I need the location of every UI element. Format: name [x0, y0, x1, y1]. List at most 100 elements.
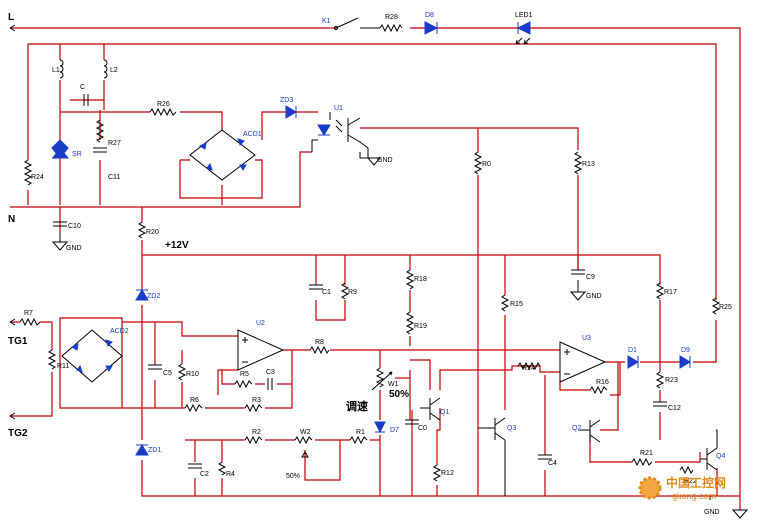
resistor-r27 [95, 119, 105, 143]
r7-label: R7 [24, 310, 33, 317]
c11-label: C11 [108, 174, 120, 181]
resistor-r12 [432, 464, 442, 482]
rail-n-label: N [8, 214, 15, 225]
capacitor-c0 [405, 419, 419, 425]
w1-label: W1 [388, 381, 399, 388]
l2-label: L2 [110, 67, 118, 74]
resistor-r2 [244, 435, 263, 445]
c-label: C [80, 84, 85, 91]
r25-label: R25 [719, 304, 732, 311]
switch-k1 [335, 17, 380, 29]
transistor-q2 [578, 419, 601, 443]
l1-label: L1 [52, 67, 60, 74]
r10-label: R10 [186, 371, 199, 378]
zener-zd3 [285, 105, 297, 119]
r17-label: R17 [664, 289, 677, 296]
d8-label: D8 [425, 12, 434, 19]
ground-icon [731, 509, 749, 519]
r9-label: R9 [348, 289, 357, 296]
resistor-r28 [379, 23, 403, 33]
resistor-r9 [340, 282, 350, 300]
resistor-r18 [405, 269, 415, 290]
diode-d1 [627, 355, 639, 369]
potentiometer-w2 [294, 435, 313, 458]
triac-sr [50, 139, 70, 159]
wires [10, 27, 741, 510]
resistor-r6 [184, 403, 203, 413]
w2-percent: 50% [286, 473, 300, 480]
inductor-l1 [59, 59, 64, 79]
c12-label: C12 [668, 405, 681, 412]
inductor-l2 [103, 59, 108, 79]
capacitor-c5 [148, 364, 162, 370]
tg1-label: TG1 [8, 336, 28, 347]
capacitor-c11 [93, 147, 107, 153]
r5-label: R5 [240, 371, 249, 378]
resistor-r26 [149, 107, 177, 117]
c9-label: C9 [586, 274, 595, 281]
gear-logo-icon [638, 476, 662, 500]
capacitor-c [83, 94, 89, 106]
zener-zd2 [135, 289, 149, 301]
resistor-r23 [655, 371, 665, 389]
led-arrows-icon [515, 37, 531, 45]
r19-label: R19 [414, 323, 427, 330]
capacitor-c1 [309, 284, 323, 290]
r23-label: R23 [665, 377, 678, 384]
potentiometer-w1 [371, 367, 393, 391]
c3-label: C3 [266, 369, 275, 376]
c4-label: C4 [548, 460, 557, 467]
capacitor-c10 [53, 221, 67, 227]
r20-label: R20 [146, 229, 159, 236]
u1-label: U1 [334, 105, 343, 112]
capacitor-c9 [571, 269, 585, 275]
c1-label: C1 [322, 289, 331, 296]
opamp-u3 [559, 341, 607, 383]
transistor-q1 [420, 397, 441, 421]
resistor-r22 [679, 465, 694, 475]
r21-label: R21 [640, 450, 653, 457]
watermark-name: 中国工控网 [666, 475, 726, 490]
resistor-r20 [137, 221, 147, 239]
resistor-r21 [631, 457, 653, 467]
r22-label: R22 [684, 478, 697, 485]
resistor-r7 [19, 317, 41, 327]
q3-label: Q3 [507, 425, 516, 432]
active-parts [237, 17, 718, 496]
ground-icon [51, 232, 69, 251]
r26-label: R26 [157, 101, 170, 108]
k1-label: K1 [322, 18, 331, 25]
r24-label: R24 [31, 174, 44, 181]
c2-label: C2 [200, 471, 209, 478]
diode-d8 [424, 21, 439, 35]
resistor-r8 [309, 345, 330, 355]
bridge-acd1 [189, 129, 256, 181]
c10-label: C10 [68, 223, 81, 230]
r16-label: R16 [596, 379, 609, 386]
tg2-label: TG2 [8, 428, 28, 439]
bridge-acd2 [61, 329, 123, 383]
led1-label: LED1 [515, 12, 533, 19]
capacitor-c2 [188, 463, 202, 469]
r12-label: R12 [441, 470, 454, 477]
r2-label: R2 [252, 429, 261, 436]
arrow-left-icon [9, 24, 16, 420]
diode-d9 [679, 355, 691, 369]
r3-label: R3 [252, 397, 261, 404]
resistor-r1 [349, 435, 368, 445]
resistor-r3 [244, 403, 263, 413]
speed-adjust-label: 调速 [346, 399, 368, 413]
resistors [19, 23, 721, 482]
transistor-q4 [700, 429, 718, 471]
resistor-r4 [217, 461, 227, 476]
r27-label: R27 [108, 140, 121, 147]
r18-label: R18 [414, 276, 427, 283]
watermark-url: gkong.com [672, 491, 716, 501]
resistor-r16 [589, 385, 608, 395]
q2-label: Q2 [572, 425, 581, 432]
sr-label: SR [72, 151, 82, 158]
zd1-label: ZD1 [148, 447, 161, 454]
c5-label: C5 [163, 370, 172, 377]
r14-label: R14 [522, 365, 535, 372]
